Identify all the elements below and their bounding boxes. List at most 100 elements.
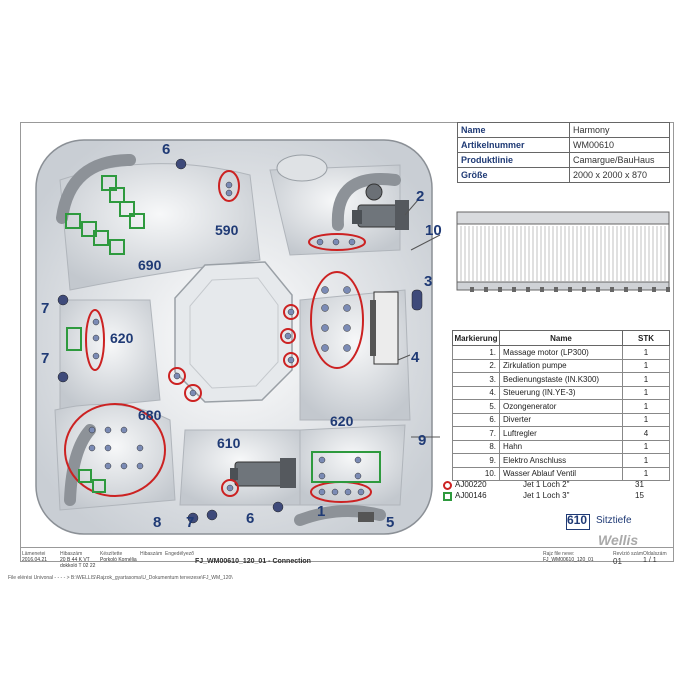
footwell	[174, 261, 293, 403]
parts-header: Markierung	[452, 330, 500, 346]
parts-header: STK	[622, 330, 670, 346]
tb-cell: Oldalszám 1 / 1	[643, 551, 667, 564]
legend-row: AJ00220 Jet 1 Loch 2" 31	[443, 480, 673, 491]
callout-1: 1	[317, 503, 326, 520]
base-foot	[526, 287, 530, 292]
tb-label: Hibaszám	[60, 551, 83, 557]
callout-6: 6	[246, 510, 255, 527]
tb-value: FJ_WM00610_120_01	[543, 557, 594, 563]
tb-value: Porkoló Kornélia	[100, 557, 137, 563]
part-mark: 9.	[452, 453, 500, 468]
part-qty: 1	[622, 345, 670, 360]
file-path: File elérési Univonal - - - - > B:\WELLI…	[8, 575, 233, 581]
legend-code: AJ00146	[455, 491, 487, 500]
legend-code: AJ00220	[455, 480, 487, 489]
part-mark: 8.	[452, 439, 500, 454]
product-key: Größe	[457, 167, 570, 183]
legend-qty: 15	[635, 491, 644, 500]
tb-value: 1 / 1	[643, 557, 657, 564]
green-square-icon	[443, 492, 452, 501]
part-mark: 3.	[452, 372, 500, 387]
part-mark: 7.	[452, 426, 500, 441]
base-foot	[554, 287, 558, 292]
seat-depth-label: 590	[215, 222, 239, 238]
table-row: 1.Massage motor (LP300)1	[452, 345, 670, 360]
part-qty: 1	[622, 412, 670, 427]
callout-8: 8	[153, 514, 162, 531]
legend-desc: Jet 1 Loch 2"	[523, 480, 570, 489]
base-foot	[582, 287, 586, 292]
tb-cell: Lämenetei 2016.04.21	[22, 551, 47, 563]
tb-label: Hibaszám	[140, 551, 163, 557]
jet-legend: AJ00220 Jet 1 Loch 2" 31 AJ00146 Jet 1 L…	[443, 480, 673, 502]
callout-9: 9	[418, 432, 427, 449]
drawing-title: FJ_WM00610_120_01 - Connection	[195, 558, 311, 565]
filter	[365, 183, 383, 201]
part-qty: 1	[622, 399, 670, 414]
part-name: Massage motor (LP300)	[499, 345, 623, 360]
tb-value: 2016.04.21	[22, 557, 48, 563]
pillow-top-right	[331, 173, 401, 231]
part-name: Luftregler	[499, 426, 623, 441]
pillow-bottom-left	[64, 424, 96, 506]
wellis-logo: Wellis	[598, 532, 639, 548]
part-name: Ozongenerator	[499, 399, 623, 414]
part-mark: 10.	[452, 466, 500, 481]
seat-depth-label: 680	[138, 407, 162, 423]
seat-depth-label: 620	[110, 330, 134, 346]
legend-qty: 31	[635, 480, 644, 489]
part-qty: 1	[622, 466, 670, 481]
drawing-frame	[20, 122, 674, 562]
base-foot	[484, 287, 488, 292]
tb-value: 01	[613, 557, 622, 566]
part-mark: 1.	[452, 345, 500, 360]
tb-label: Készítette	[100, 551, 123, 557]
table-row: 4.Steuerung (IN.YE-3)1	[452, 385, 670, 400]
part-name: Elektro Anschluss	[499, 453, 623, 468]
base-foot	[624, 287, 628, 292]
part-qty: 1	[622, 453, 670, 468]
base-foot	[666, 287, 670, 292]
product-key: Name	[457, 122, 570, 138]
part-mark: 4.	[452, 385, 500, 400]
diverter-knob	[175, 158, 187, 170]
seat-depth-key-box	[566, 514, 590, 530]
tb-label: Revízió szám	[613, 551, 644, 557]
pillow-top-left	[56, 154, 136, 224]
tb-label: Lämenetei	[22, 551, 46, 557]
tb-label: Rajz file neve:	[543, 551, 575, 557]
callout-4: 4	[411, 349, 420, 366]
tb-cell: Engedélyező	[165, 551, 194, 557]
base-foot	[498, 287, 502, 292]
part-qty: 1	[622, 439, 670, 454]
red-circle-icon	[443, 481, 452, 490]
part-name: Steuerung (IN.YE-3)	[499, 385, 623, 400]
base-foot	[610, 287, 614, 292]
part-qty: 1	[622, 372, 670, 387]
tb-cell: Hibaszám 20 B 44 K VT dokkoló T 02 22	[60, 551, 96, 569]
product-key: Produktlinie	[457, 152, 570, 168]
seat-depth-label: 610	[217, 435, 241, 451]
tb-cell: Hibaszám	[140, 551, 162, 557]
tb-label: Engedélyező	[165, 551, 194, 557]
part-mark: 5.	[452, 399, 500, 414]
callout-3: 3	[424, 273, 433, 290]
massage-motor	[230, 458, 296, 488]
part-mark: 2.	[452, 358, 500, 373]
legend-desc: Jet 1 Loch 3"	[523, 491, 570, 500]
seat-bottom-right	[299, 424, 406, 506]
seat-depth-key-value: 610	[567, 513, 588, 527]
callout-10: 10	[425, 222, 442, 239]
base-foot	[596, 287, 600, 292]
part-name: Diverter	[499, 412, 623, 427]
part-qty: 1	[622, 358, 670, 373]
